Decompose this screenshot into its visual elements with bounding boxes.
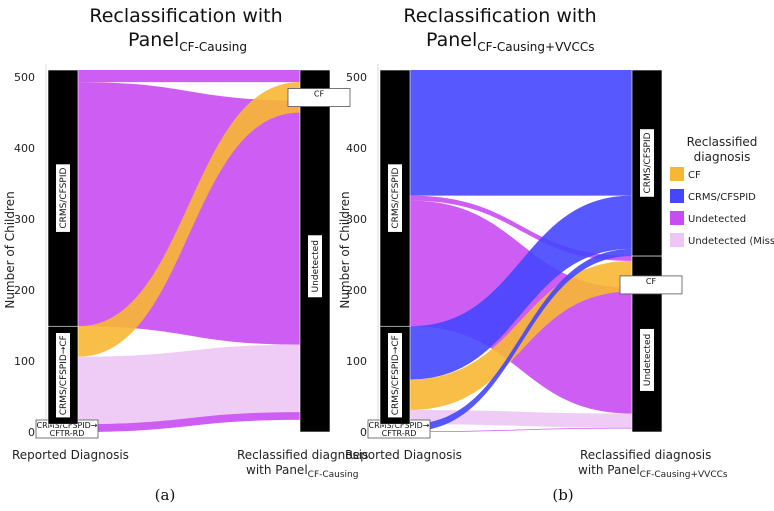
left-node-label-box (388, 164, 402, 232)
flow-crms-cfspid-cf-to-crms-cfspid (410, 195, 632, 380)
panel-b-title-prefix: Panel (426, 29, 477, 51)
y-tick-label: 300 (14, 213, 35, 226)
y-tick-label: 400 (14, 142, 35, 155)
nodes: CRMS/CFSPID→CFTR-RD CRMS/CFSPID→CF CRMS/CF… (367, 69, 683, 439)
left-node-label: CFTR-RD (50, 429, 85, 438)
left-node-label: CRMS/CFSPID (391, 168, 401, 229)
left-node-label: CRMS/CFSPID→CF (391, 335, 401, 415)
left-node-label: CRMS/CFSPID→ (37, 421, 98, 430)
panel-b-x-right-label-line2: with PanelCF-Causing+VVCCs (578, 463, 728, 480)
right-node-label: CF (646, 277, 657, 286)
right-node-label: Undetected (643, 334, 653, 386)
y-tick-label: 200 (14, 284, 35, 297)
legend-label-undetected-missed: Undetected (Missed) (688, 236, 774, 247)
panel-b-y-axis-label: Number of Children (338, 191, 352, 308)
left-node-label: CRMS/CFSPID→CF (59, 335, 69, 415)
panel-b: Reclassification with PanelCF-Causing+VV… (338, 5, 728, 504)
right-node-label: CF (314, 90, 325, 99)
right-node-crms-cfspid (631, 69, 663, 257)
legend-label-cf: CF (688, 170, 701, 181)
legend-swatch-cf (670, 167, 684, 181)
legend-title-line2: diagnosis (694, 150, 751, 164)
panel-a-title-prefix: Panel (128, 29, 179, 51)
right-node-label-box (287, 88, 351, 107)
right-node-label-box (640, 328, 654, 391)
panel-a-x-right-label-line2: with PanelCF-Causing (246, 463, 358, 480)
right-node-label: Undetected (311, 240, 321, 292)
left-node-label-box (56, 333, 70, 418)
panel-a-title-line1: Reclassification with (89, 5, 282, 27)
panel-a-y-axis-label: Number of Children (3, 191, 17, 308)
panel-b-x-left-label: Reported Diagnosis (345, 448, 462, 462)
legend-label-undetected: Undetected (688, 214, 746, 225)
panel-a-x-right-label-line1: Reclassified diagnosis (237, 448, 368, 462)
flow-crms-cfspid-cf-to-undetected (78, 344, 300, 425)
y-tick-label: 400 (346, 142, 367, 155)
flow-crms-cfspid-cf-to-cf (410, 260, 632, 410)
flow-crms-cfspid-cftr-rd-to-undetected (410, 427, 632, 432)
y-tick-label: 500 (346, 71, 367, 84)
panel-a-x-right-prefix: with Panel (246, 463, 308, 477)
flow-crms-cfspid-cftr-rd-to-undetected (78, 412, 300, 432)
y-tick-label: 500 (14, 71, 35, 84)
panel-a-plot: 0100200300400500CRMS/CFSPID→CFTR-RDCRMS/… (14, 64, 351, 439)
right-node-label-box (619, 275, 683, 295)
panel-b-x-right-label-line1: Reclassified diagnosis (580, 448, 711, 462)
legend-swatch-undetected (670, 211, 684, 225)
y-tick-label: 100 (346, 355, 367, 368)
right-node-label-box (640, 129, 654, 197)
y-tick-label: 300 (346, 213, 367, 226)
panel-b-x-right-sub: CF-Causing+VVCCs (640, 470, 728, 480)
y-tick-label: 100 (14, 355, 35, 368)
panel-a-title-line2: PanelCF-Causing (128, 29, 247, 54)
y-tick-label: 200 (346, 284, 367, 297)
legend-swatch-crms-cfspid (670, 189, 684, 203)
legend-label-crms-cfspid: CRMS/CFSPID (688, 192, 756, 203)
flows (78, 70, 300, 432)
legend: Reclassified diagnosis CF CRMS/CFSPID Unde… (670, 135, 774, 247)
y-tick-label: 0 (360, 426, 367, 439)
panel-a-letter: (a) (155, 486, 176, 504)
panel-b-letter: (b) (552, 486, 573, 504)
panel-b-title-line1: Reclassification with (403, 5, 596, 27)
flow-crms-cfspid-cf-to-undetected (410, 409, 632, 428)
nodes: CRMS/CFSPID→CFTR-RD CRMS/CFSPID→CF CRMS/CF… (35, 69, 351, 439)
left-node-label-box (56, 164, 70, 232)
flow-crms-cfspid-cftr-rd-to-crms-cfspid (410, 248, 632, 432)
panel-b-title-sub: CF-Causing+VVCCs (477, 40, 594, 54)
right-node-label-box (308, 235, 322, 298)
flows (410, 70, 632, 432)
left-node-label: CRMS/CFSPID→ (369, 421, 430, 430)
panel-b-x-right-prefix: with Panel (578, 463, 640, 477)
panel-b-title-line2: PanelCF-Causing+VVCCs (426, 29, 595, 54)
left-node-label: CFTR-RD (382, 429, 417, 438)
panel-b-plot: 0100200300400500CRMS/CFSPID→CFTR-RDCRMS/… (346, 64, 683, 439)
legend-title-line1: Reclassified (687, 135, 758, 149)
flow-crms-cfspid-cf-to-cf (78, 82, 300, 357)
panel-a-x-left-label: Reported Diagnosis (12, 448, 129, 462)
flow-crms-cfspid-to-cf (78, 70, 300, 83)
left-node-label-box (388, 333, 402, 418)
panel-a-x-right-sub: CF-Causing (308, 470, 359, 480)
right-node-label: CRMS/CFSPID (643, 132, 653, 193)
flow-crms-cfspid-to-cf (410, 195, 632, 261)
panel-a-title-sub: CF-Causing (179, 40, 247, 54)
legend-swatch-undetected-missed (670, 233, 684, 247)
left-node-label: CRMS/CFSPID (59, 168, 69, 229)
panel-a: Reclassification with PanelCF-Causing 01… (3, 5, 368, 504)
y-tick-label: 0 (28, 426, 35, 439)
flow-crms-cfspid-to-crms-cfspid (410, 70, 632, 196)
